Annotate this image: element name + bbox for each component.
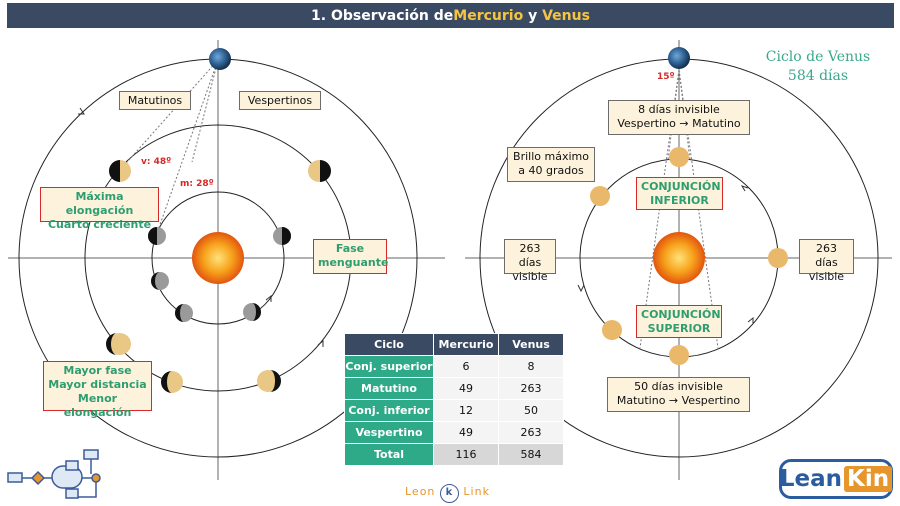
- table-header-row: Ciclo Mercurio Venus: [344, 333, 564, 356]
- table-cell: 263: [498, 377, 564, 400]
- inferior-conjunction-box: CONJUNCIÓN INFERIOR: [636, 177, 723, 210]
- brightness-line-1: Brillo máximo: [513, 150, 589, 163]
- major-line-3: Menor elongación: [63, 392, 132, 419]
- conj-sup-line-1: CONJUNCIÓN: [641, 308, 721, 321]
- venus-cycle-line-2: 584 días: [787, 68, 849, 84]
- mercury-phase-icon: [273, 227, 291, 245]
- invisible-50-line-1: 50 días invisible: [634, 380, 723, 393]
- visible-right-line-1: 263 días: [815, 242, 838, 269]
- invisible-50-line-2: Matutino → Vespertino: [616, 394, 741, 407]
- brand-k-badge: k: [439, 484, 459, 503]
- max-elongation-line-2: Cuarto creciente: [47, 218, 152, 231]
- evening-label: Vespertinos: [239, 91, 321, 110]
- conj-inf-line-1: CONJUNCIÓN: [641, 180, 721, 193]
- morning-label: Matutinos: [119, 91, 191, 110]
- visible-right-box: 263 días visible: [799, 239, 854, 283]
- conj-inf-line-2: INFERIOR: [650, 194, 709, 207]
- venus-icon: [602, 320, 622, 340]
- visible-right-line-2: visible: [808, 270, 845, 283]
- left-system: [8, 40, 445, 480]
- title-venus: Venus: [542, 7, 590, 24]
- table-cell: 8: [498, 355, 564, 378]
- brand-right-text: Link: [463, 485, 490, 498]
- max-elongation-line-1: Máxima elongación: [65, 190, 134, 217]
- visible-left-line-1: 263 días: [518, 242, 542, 269]
- invisible-8-box: 8 días invisible Vespertino → Matutino: [608, 100, 750, 135]
- conj-sup-line-2: SUPERIOR: [647, 322, 711, 335]
- max-brightness-box: Brillo máximo a 40 grados: [507, 147, 595, 182]
- mercury-orbit-left: [151, 191, 285, 325]
- angle-15-label: 15º: [657, 72, 675, 82]
- table-row-label: Matutino: [344, 377, 434, 400]
- process-flow-icon: [7, 449, 101, 499]
- table-row-label: Conj. superior: [344, 355, 434, 378]
- earth-icon: [668, 47, 690, 69]
- title-mercury: Mercurio: [453, 7, 524, 24]
- venus-icon: [669, 345, 689, 365]
- venus-cycle-line-1: Ciclo de Venus: [765, 49, 871, 65]
- angle-mercury-label: m: 28º: [180, 179, 214, 189]
- visible-left-box: 263 días visible: [504, 239, 556, 283]
- mercury-phase-icon: [148, 227, 166, 245]
- table-row-total: Total 116 584: [344, 443, 564, 466]
- table-row: Matutino 49 263: [344, 377, 564, 400]
- mercury-phase-icon: [175, 304, 193, 322]
- table-cell: 584: [498, 443, 564, 466]
- table-cell: 263: [498, 421, 564, 444]
- superior-conjunction-box: CONJUNCIÓN SUPERIOR: [636, 305, 722, 338]
- visible-left-line-2: visible: [512, 270, 548, 283]
- table-cell: 116: [433, 443, 499, 466]
- venus-phase-icon: [106, 333, 131, 355]
- venus-icon: [768, 248, 788, 268]
- invisible-50-box: 50 días invisible Matutino → Vespertino: [607, 377, 750, 412]
- cycle-table: Ciclo Mercurio Venus Conj. superior 6 8 …: [344, 333, 564, 466]
- venus-icon: [669, 147, 689, 167]
- table-row-label: Total: [344, 443, 434, 466]
- venus-phase-icon: [308, 160, 331, 182]
- leonlink-logo: Leon k Link: [405, 484, 490, 503]
- table-cell: 49: [433, 377, 499, 400]
- angle-venus-label: v: 48º: [141, 157, 172, 167]
- venus-phase-icon: [109, 160, 131, 182]
- max-elongation-box: Máxima elongación Cuarto creciente: [40, 187, 159, 231]
- major-phase-box: Mayor fase Mayor distancia Menor elongac…: [43, 361, 152, 419]
- table-row: Vespertino 49 263: [344, 421, 564, 444]
- venus-icon: [590, 186, 610, 206]
- mercury-phase-icon: [151, 272, 169, 290]
- invisible-8-line-2: Vespertino → Matutino: [617, 117, 741, 130]
- table-row: Conj. superior 6 8: [344, 355, 564, 378]
- logo-lean: Lean: [779, 466, 843, 492]
- logo-kin: Kin: [844, 466, 893, 492]
- table-header: Mercurio: [433, 333, 499, 356]
- title-joiner: y: [523, 7, 543, 24]
- table-row: Conj. inferior 12 50: [344, 399, 564, 422]
- table-cell: 6: [433, 355, 499, 378]
- major-line-1: Mayor fase: [63, 364, 132, 377]
- venus-phase-icon: [257, 370, 281, 392]
- major-line-2: Mayor distancia: [48, 378, 147, 391]
- table-header: Venus: [498, 333, 564, 356]
- table-header: Ciclo: [344, 333, 434, 356]
- table-cell: 12: [433, 399, 499, 422]
- brightness-line-2: a 40 grados: [518, 164, 584, 177]
- waning-line-2: menguante: [318, 256, 389, 269]
- waning-phase-box: Fase menguante: [313, 239, 389, 274]
- waning-line-1: Fase: [335, 242, 365, 255]
- venus-phase-icon: [161, 371, 183, 393]
- title-bar: 1. Observación de Mercurio y Venus: [7, 3, 894, 28]
- sun-icon: [653, 232, 705, 284]
- sun-icon: [192, 232, 244, 284]
- table-row-label: Conj. inferior: [344, 399, 434, 422]
- title-prefix: 1. Observación de: [311, 7, 454, 24]
- invisible-8-line-1: 8 días invisible: [638, 103, 720, 116]
- mercury-phase-icon: [243, 303, 261, 321]
- venus-cycle-title: Ciclo de Venus 584 días: [758, 48, 878, 86]
- table-cell: 49: [433, 421, 499, 444]
- earth-icon: [209, 48, 231, 70]
- table-row-label: Vespertino: [344, 421, 434, 444]
- brand-left-text: Leon: [405, 485, 436, 498]
- table-cell: 50: [498, 399, 564, 422]
